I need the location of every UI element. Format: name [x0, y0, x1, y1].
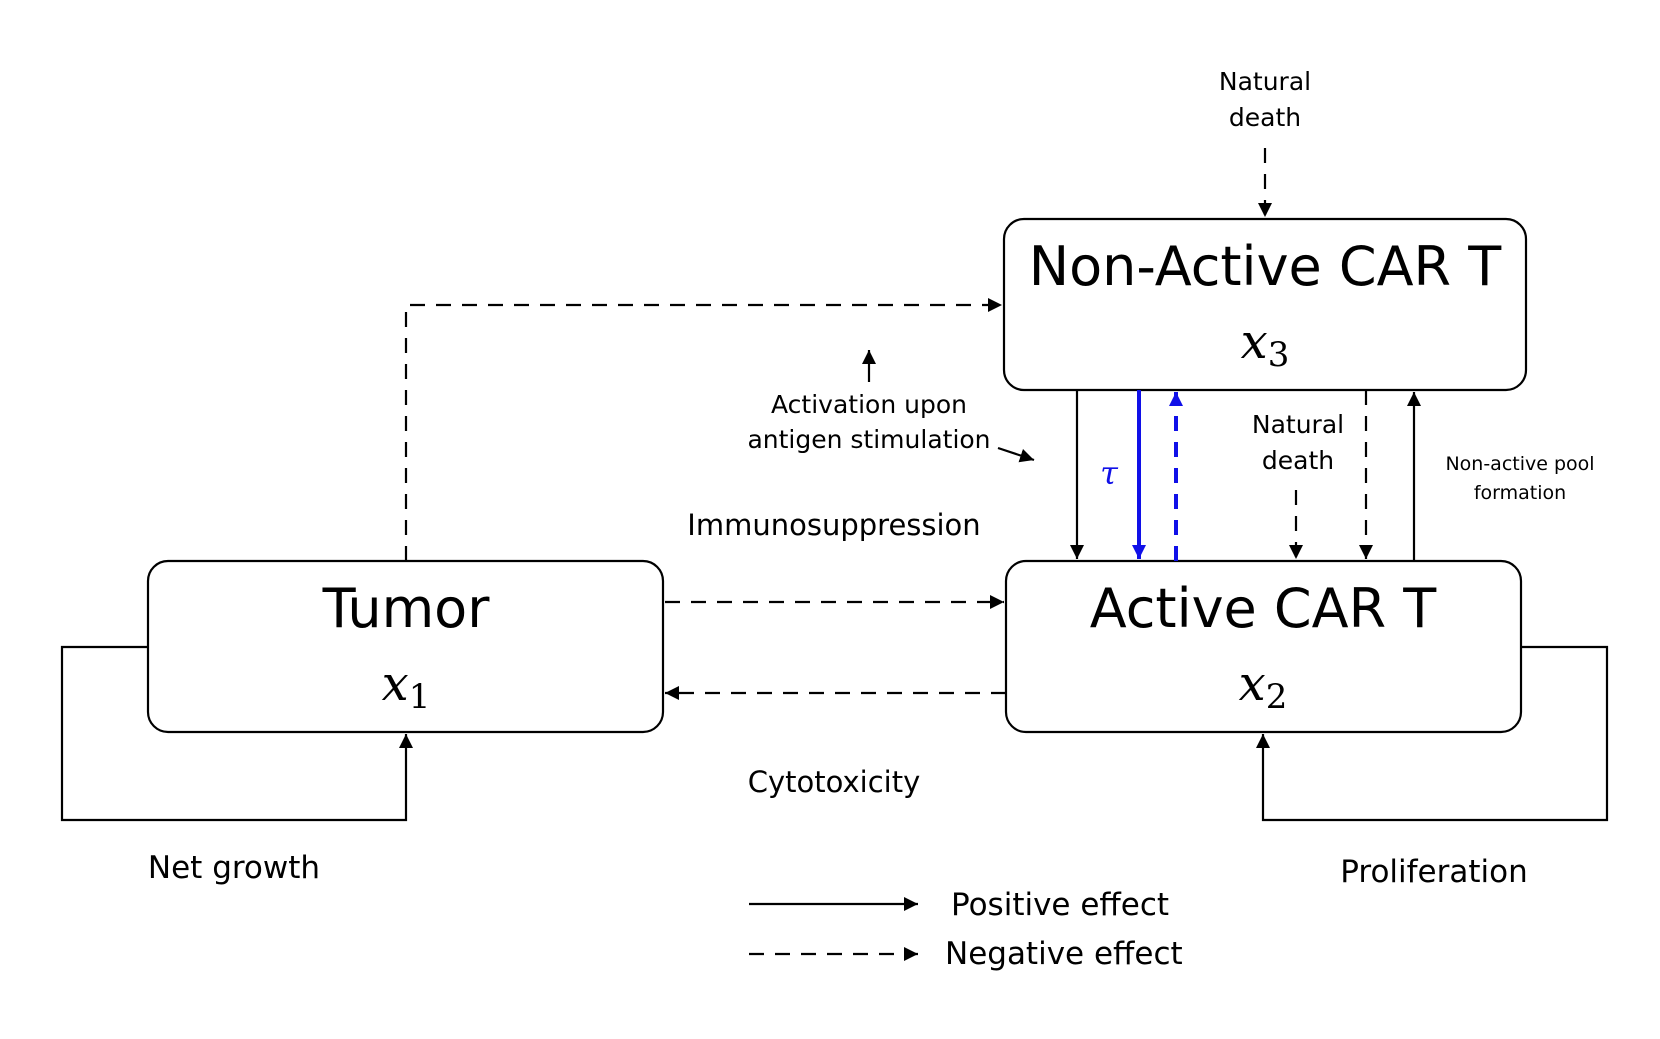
- label-net-growth: Net growth: [148, 850, 320, 886]
- legend-positive-label: Positive effect: [951, 887, 1169, 923]
- label-activation-2: antigen stimulation: [747, 425, 990, 454]
- edge-net-growth-loop: [60, 645, 413, 822]
- tumor-var: x: [382, 656, 409, 712]
- active-title: Active CAR T: [1090, 577, 1438, 640]
- nonactive-var: x: [1241, 314, 1268, 370]
- activation-pointer-right: [997, 446, 1035, 463]
- legend: Positive effect Negative effect: [749, 887, 1183, 972]
- label-natural-death-mid-1: Natural: [1252, 410, 1344, 439]
- nonactive-subscript: 3: [1268, 335, 1290, 375]
- tumor-subscript: 1: [409, 677, 431, 717]
- nonactive-box: [1002, 217, 1528, 392]
- label-pool-formation-1: Non-active pool: [1445, 453, 1594, 475]
- active-var: x: [1239, 656, 1266, 712]
- node-tumor: Tumor x1: [146, 559, 665, 734]
- tumor-variable: x1: [382, 656, 431, 717]
- node-active-car-t: Active CAR T x2: [1004, 559, 1523, 734]
- label-proliferation: Proliferation: [1340, 854, 1528, 890]
- active-variable: x2: [1239, 656, 1288, 717]
- label-cytotoxicity: Cytotoxicity: [748, 765, 921, 799]
- label-natural-death-top-2: death: [1229, 103, 1301, 132]
- label-tau: τ: [1100, 454, 1119, 492]
- nonactive-variable: x3: [1241, 314, 1290, 375]
- node-nonactive-car-t: Non-Active CAR T x3: [1002, 217, 1528, 392]
- tumor-title: Tumor: [322, 577, 491, 640]
- nonactive-title: Non-Active CAR T: [1029, 235, 1502, 298]
- label-activation-1: Activation upon: [771, 390, 967, 419]
- edge-tumor-to-nonactive: [404, 298, 1002, 561]
- label-immunosuppression: Immunosuppression: [687, 508, 980, 542]
- legend-negative-label: Negative effect: [945, 936, 1183, 972]
- edge-proliferation-loop: [1256, 645, 1609, 822]
- label-natural-death-top-1: Natural: [1219, 67, 1311, 96]
- label-pool-formation-2: formation: [1474, 482, 1566, 504]
- label-natural-death-mid-2: death: [1262, 446, 1334, 475]
- active-subscript: 2: [1266, 677, 1288, 717]
